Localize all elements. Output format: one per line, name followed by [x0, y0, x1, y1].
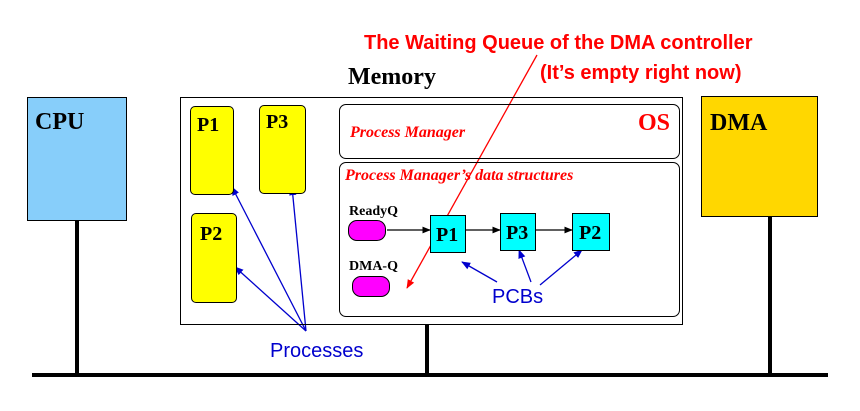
memory-title: Memory — [348, 64, 436, 90]
cpu-label: CPU — [35, 109, 85, 135]
process-manager-label: Process Manager — [350, 124, 466, 141]
pcbs-pointer-1 — [461, 261, 498, 283]
data-structures-title: Process Manager’s data structures — [345, 167, 574, 184]
annotation-title: The Waiting Queue of the DMA controller — [364, 32, 753, 54]
dma-label: DMA — [710, 110, 768, 136]
process-p3: P3 — [259, 105, 306, 194]
pcbs-pointer-2 — [518, 249, 532, 283]
dmaq-head — [352, 276, 390, 297]
annotation-subtitle: (It’s empty right now) — [540, 62, 742, 84]
process-manager-box: Process Manager OS — [339, 104, 680, 159]
processes-pointer-p1 — [231, 186, 307, 332]
process-p1: P1 — [190, 106, 234, 195]
readyq-label: ReadyQ — [349, 204, 398, 219]
pcbs-caption: PCBs — [492, 286, 544, 308]
annotation-arrow — [406, 54, 538, 289]
pcb-p2: P2 — [572, 213, 610, 251]
cpu-box: CPU — [27, 97, 127, 221]
processes-pointer-p2 — [234, 266, 307, 332]
pcb-p3: P3 — [500, 213, 536, 251]
dma-box: DMA — [701, 96, 818, 217]
process-p2-label: P2 — [200, 223, 223, 245]
memory-box — [180, 97, 683, 325]
data-structures-box: Process Manager’s data structures ReadyQ… — [339, 162, 680, 317]
pcb-p1-label: P1 — [436, 224, 459, 246]
pcbs-pointer-3 — [539, 249, 583, 286]
os-label: OS — [637, 110, 670, 136]
pcb-p2-label: P2 — [579, 222, 602, 244]
processes-caption: Processes — [270, 340, 364, 362]
pcb-p3-label: P3 — [506, 222, 529, 244]
readyq-head — [348, 220, 386, 241]
process-p1-label: P1 — [197, 114, 220, 136]
process-p3-label: P3 — [266, 111, 289, 133]
pcb-p1: P1 — [430, 215, 466, 253]
processes-pointer-p3 — [289, 186, 307, 332]
process-p2: P2 — [191, 213, 237, 303]
dmaq-label: DMA-Q — [349, 259, 398, 274]
